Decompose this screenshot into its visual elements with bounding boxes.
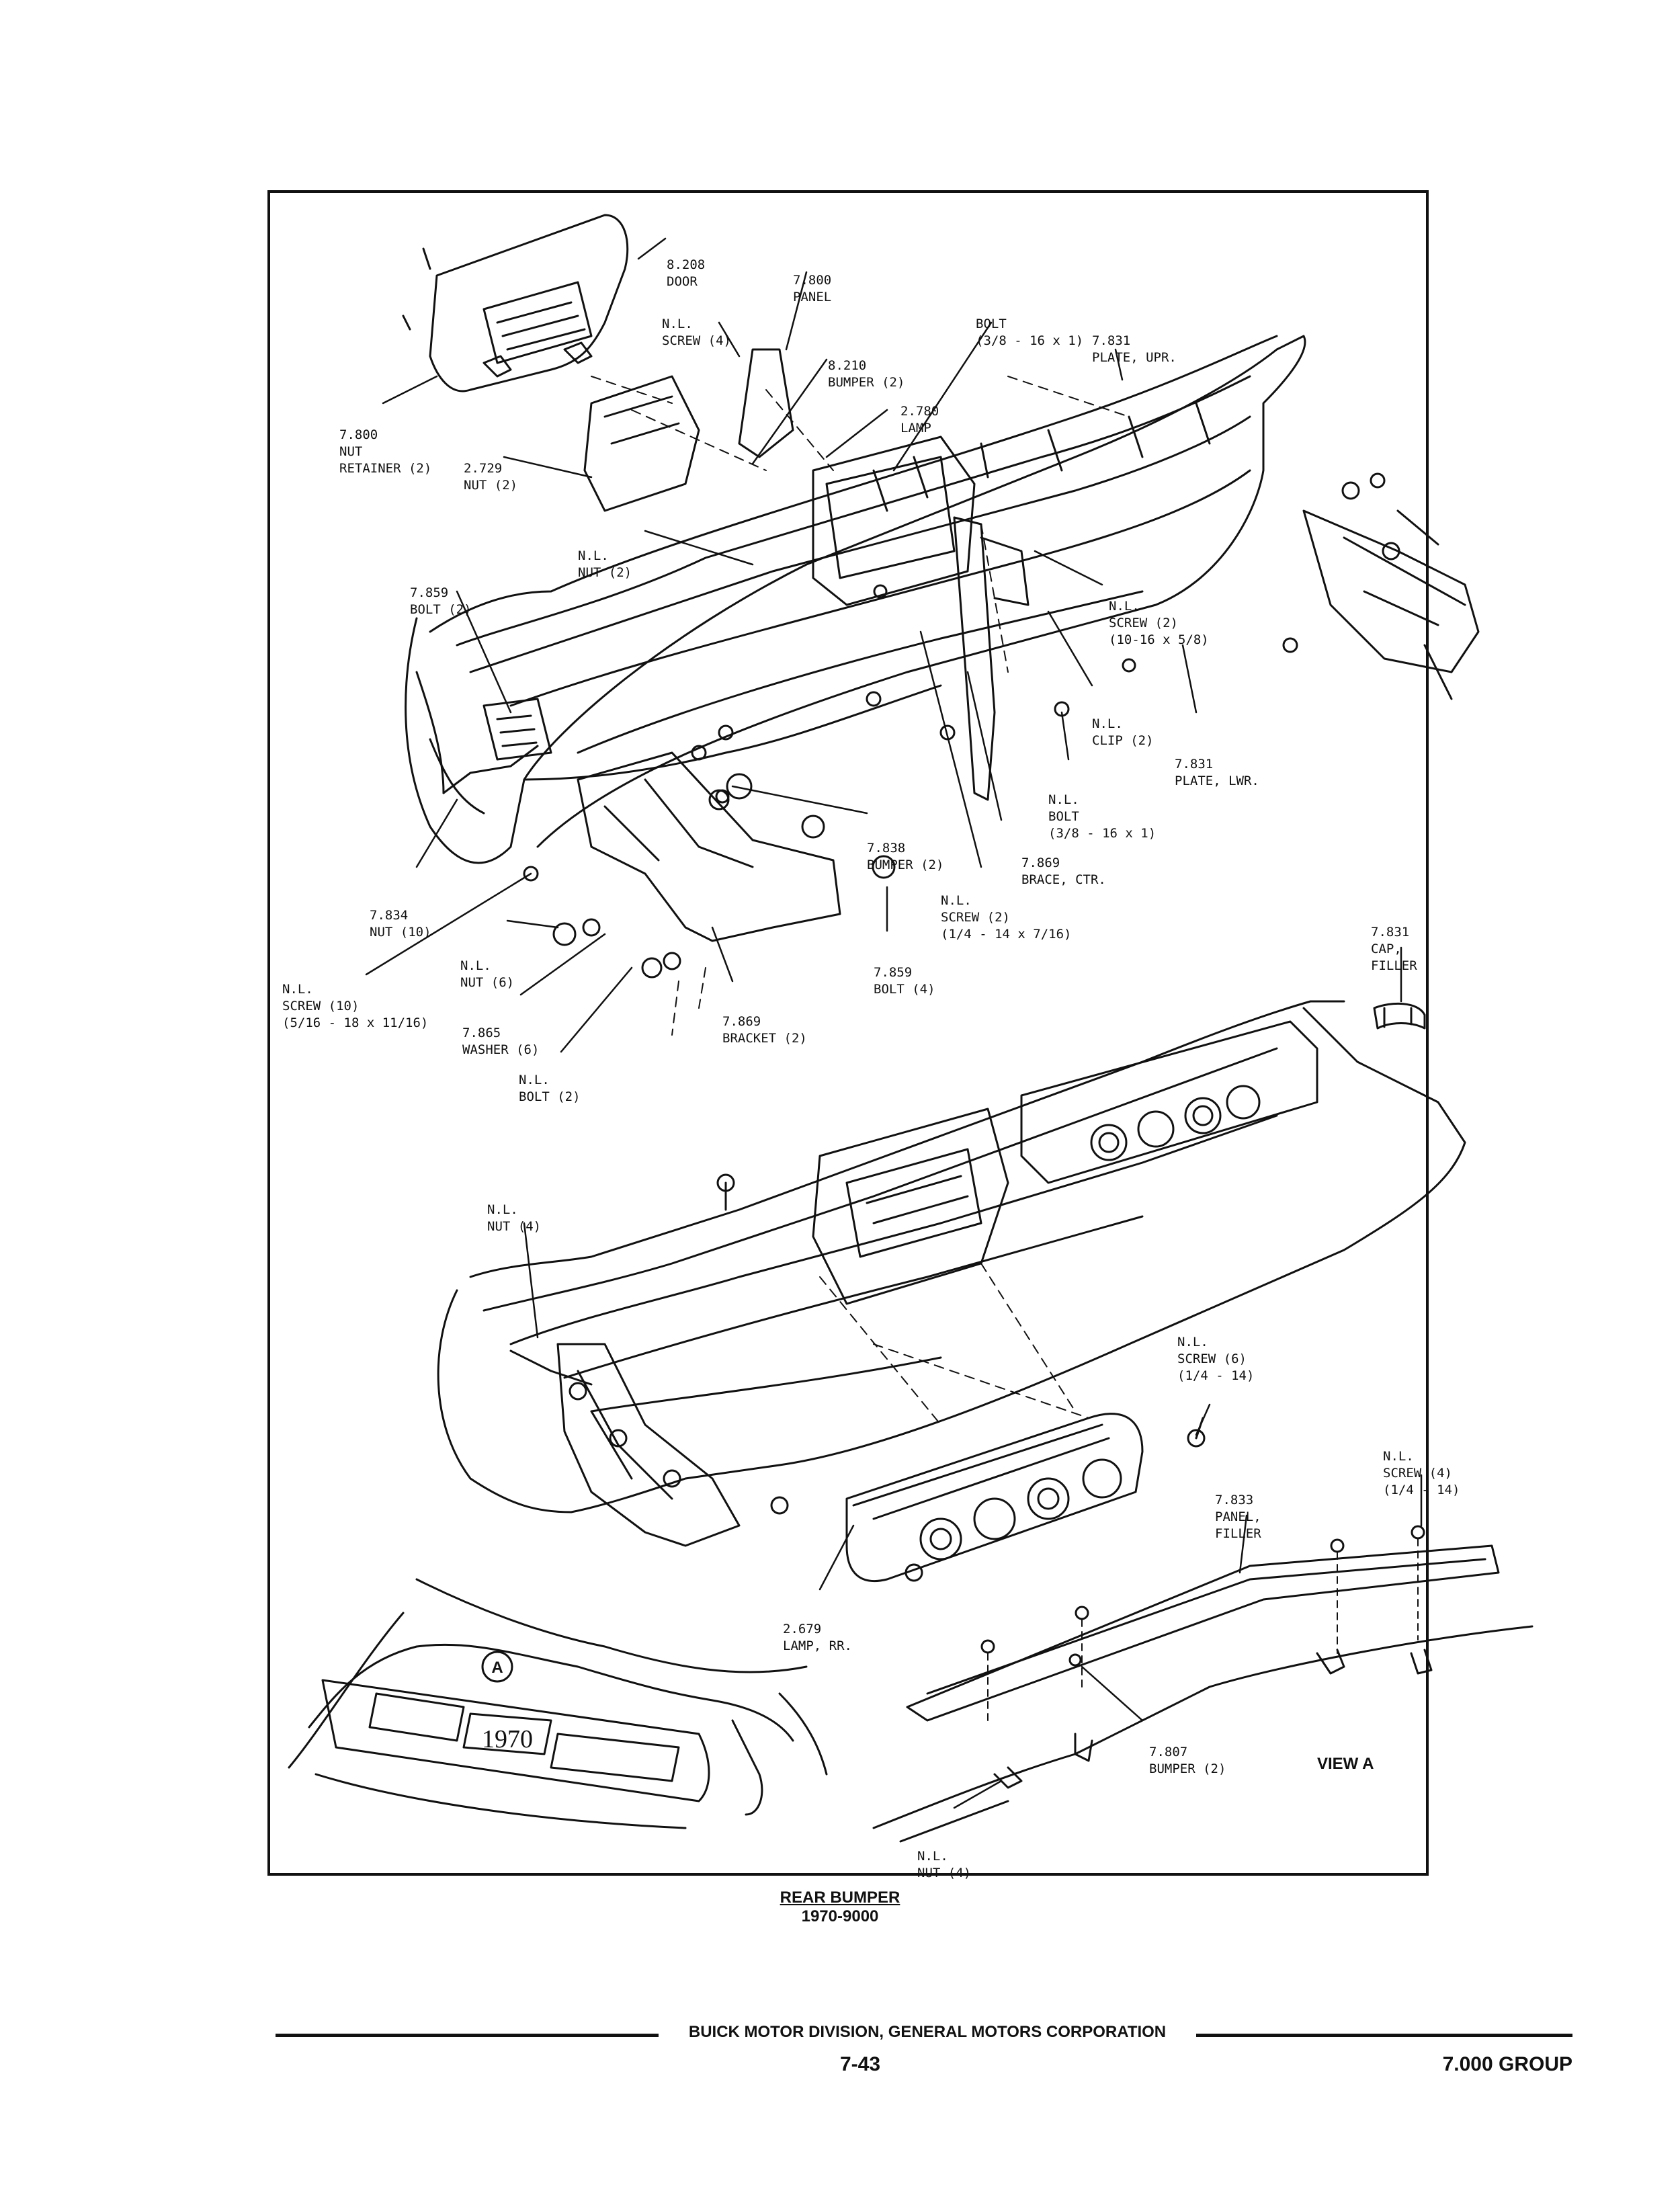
caption-subtitle: 1970-9000 — [801, 1907, 879, 1925]
callout-nl-nut4-mid: N.L.NUT (4) — [487, 1202, 542, 1234]
filler-cap — [1373, 1002, 1426, 1030]
callout-nl-screw10: N.L.SCREW (10)(5/16 - 18 x 11/16) — [282, 982, 429, 1030]
callout-nl-screw-1016: N.L.SCREW (2)(10-16 x 5/8) — [1109, 599, 1209, 647]
upper-bumper-assembly — [402, 214, 1480, 1036]
caption-title: REAR BUMPER — [780, 1888, 900, 1907]
callout-nl-nut6: N.L.NUT (6) — [460, 958, 515, 990]
footer-page-number: 7-43 — [839, 2053, 881, 2075]
caption: REAR BUMPER 1970-9000 — [780, 1888, 900, 1926]
footer-group: 7.000 GROUP — [1442, 2053, 1572, 2075]
callout-bolt-top: BOLT(3/8 - 16 x 1) — [976, 317, 1084, 348]
callout-nl-screw6: N.L.SCREW (6)(1/4 - 14) — [1177, 1335, 1255, 1383]
lower-bumper-assembly — [437, 1000, 1466, 1583]
car-rear-view — [288, 1578, 828, 1829]
callout-nl-bolt2: N.L.BOLT (2) — [519, 1073, 581, 1104]
callout-nl-screw4-viewa: N.L.SCREW (4)(1/4 - 14) — [1383, 1449, 1460, 1497]
callout-nl-screw-14: N.L.SCREW (2)(1/4 - 14 x 7/16) — [941, 893, 1072, 942]
license-plate-year: 1970 — [482, 1725, 533, 1753]
callout-nl-nut2: N.L.NUT (2) — [578, 548, 632, 580]
callout-nl-clip: N.L.CLIP (2) — [1092, 716, 1154, 748]
view-a-detail — [872, 1525, 1534, 1843]
leader-lines — [365, 237, 1423, 1809]
view-a-label: VIEW A — [1317, 1755, 1374, 1773]
callout-nl-bolt-38: N.L.BOLT(3/8 - 16 x 1) — [1048, 792, 1157, 841]
view-marker-a: A — [491, 1659, 503, 1677]
footer-rule-right — [1196, 2034, 1572, 2037]
callout-screw4-top: N.L.SCREW (4) — [662, 317, 731, 348]
callout-nl-nut4-bottom: N.L.NUT (4) — [917, 1849, 972, 1880]
footer-company: BUICK MOTOR DIVISION, GENERAL MOTORS COR… — [688, 2023, 1167, 2041]
diagram-frame — [267, 190, 1429, 1876]
footer-rule-left — [276, 2034, 659, 2037]
